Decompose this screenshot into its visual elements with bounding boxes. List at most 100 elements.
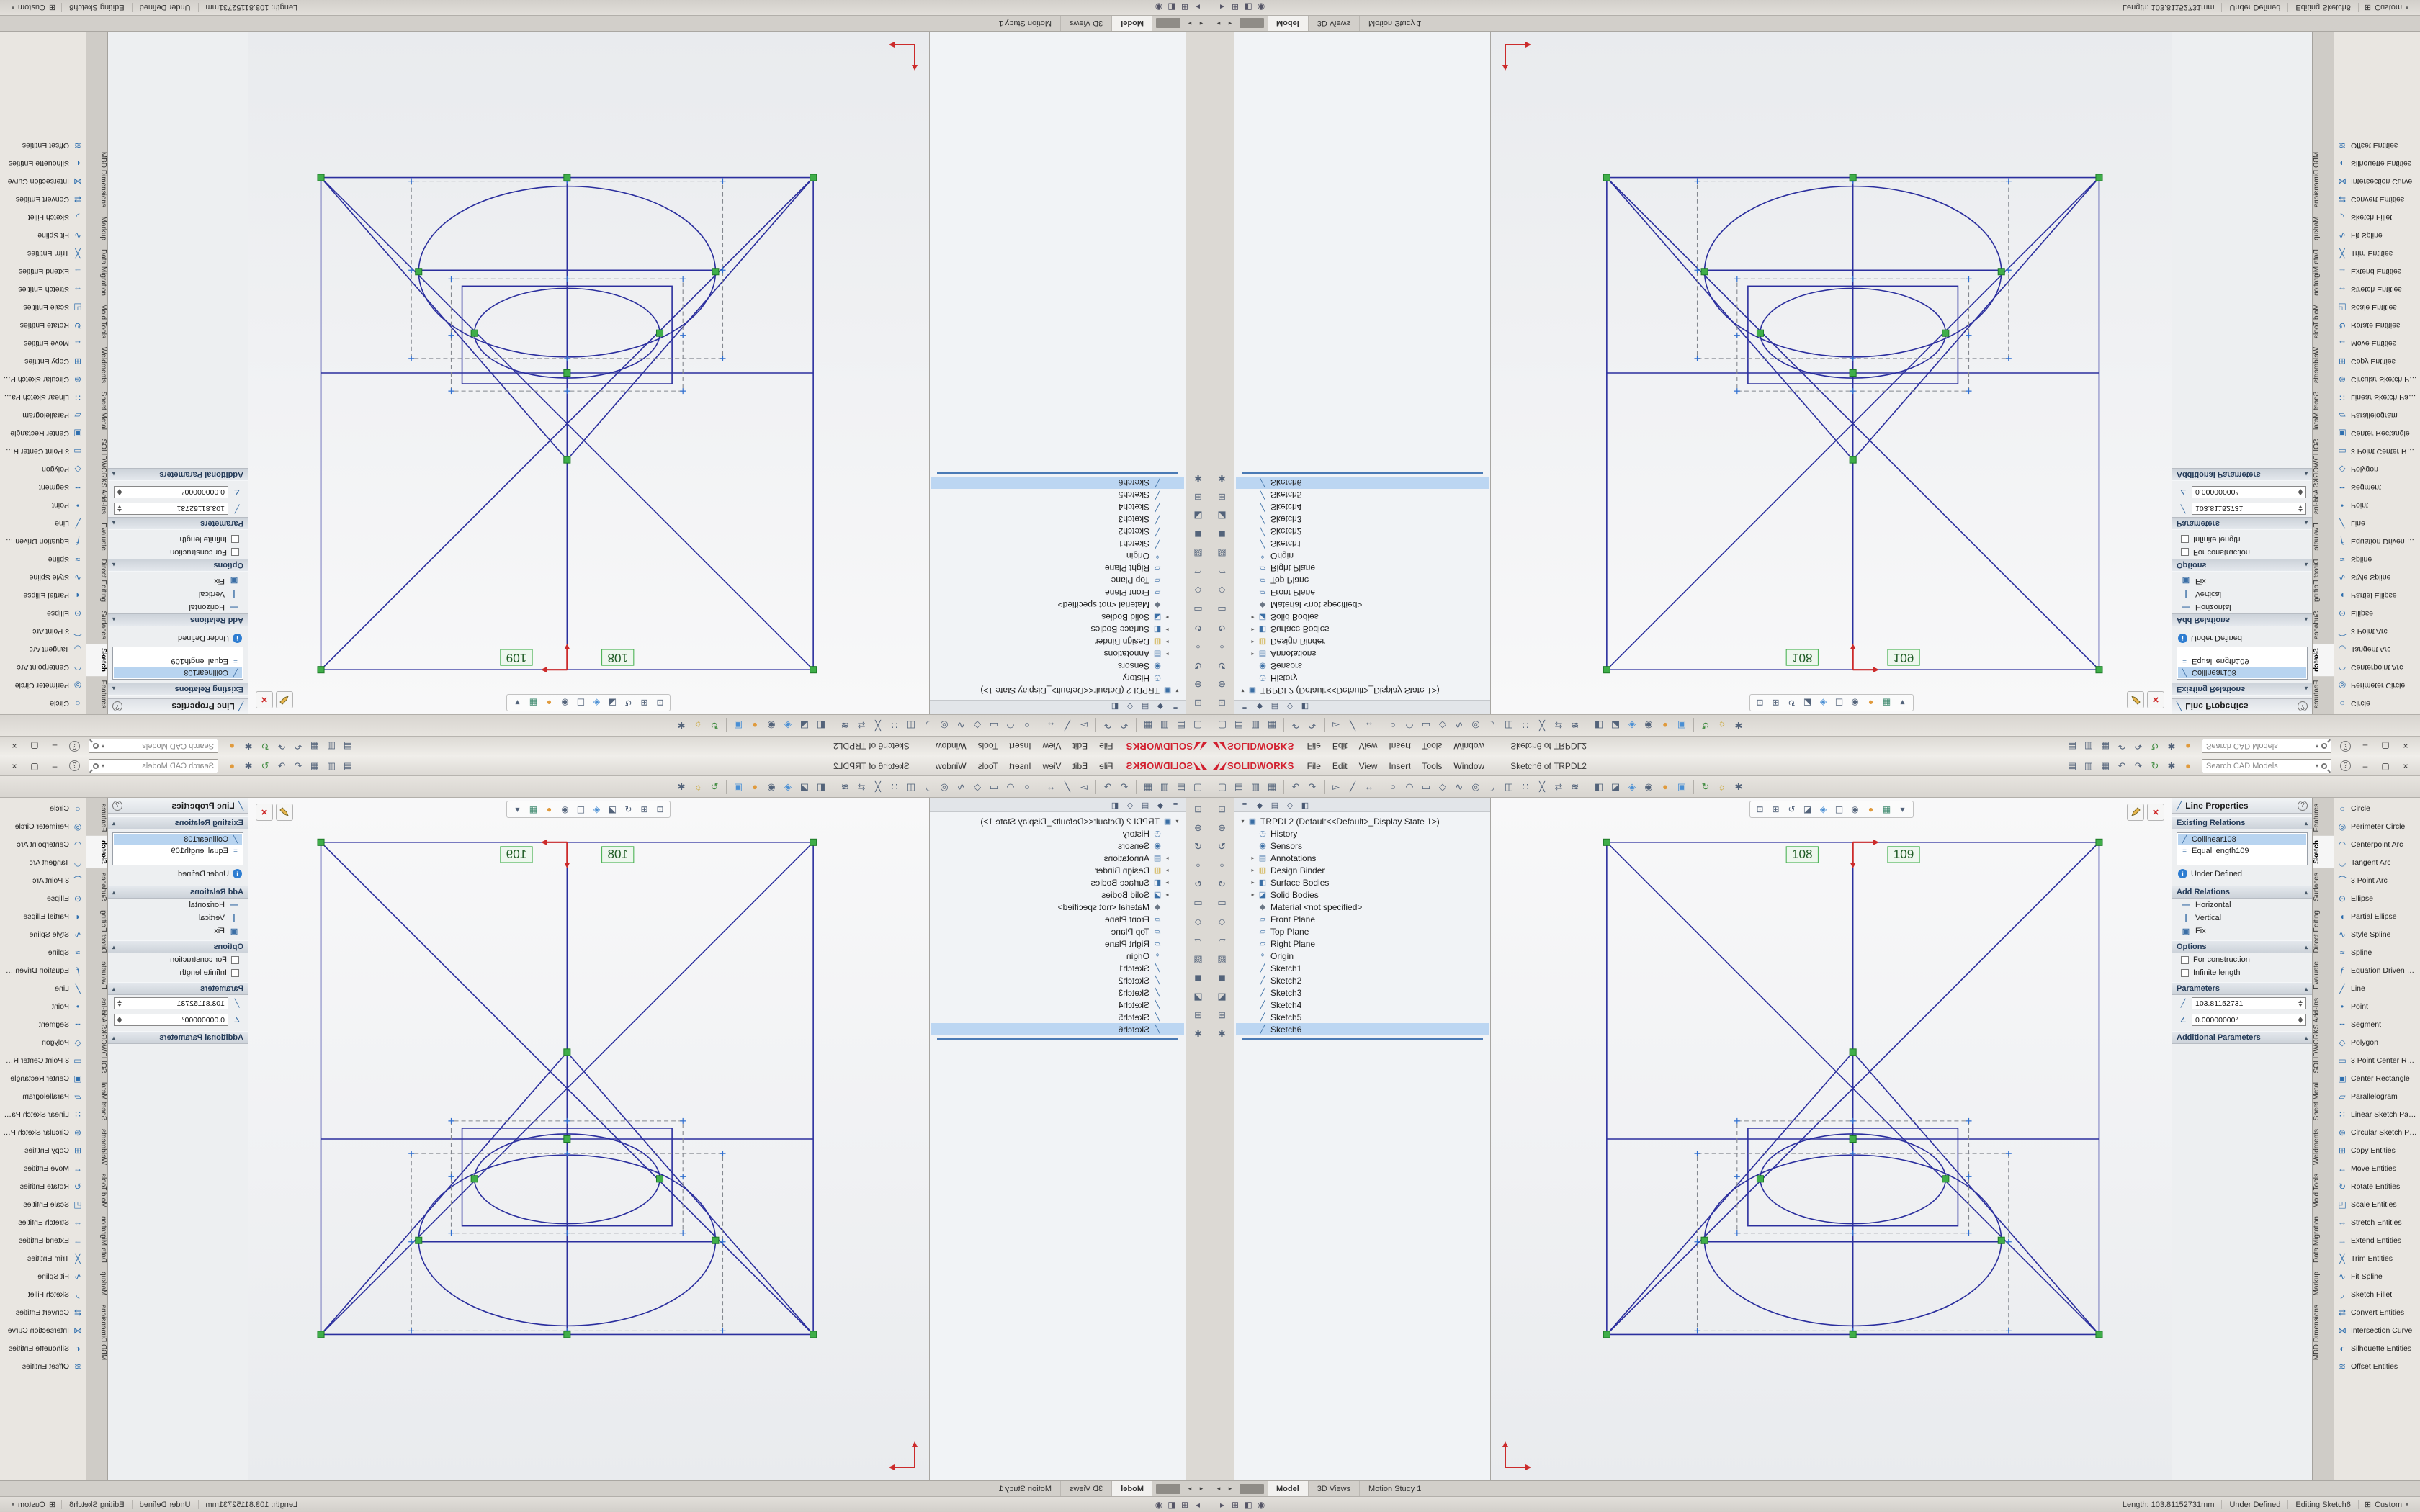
tree-caret-icon[interactable]: ▸ xyxy=(1165,867,1169,873)
apply-scene-icon[interactable]: ▦ xyxy=(529,804,538,814)
linear-pattern-tool[interactable]: ∷ Linear Sketch Pattern xyxy=(0,1105,86,1123)
tab-scroll-right-icon[interactable]: ▸ xyxy=(1188,1485,1192,1492)
tree-caret-icon[interactable]: ▸ xyxy=(1251,614,1255,621)
tree-item-solid-bodies[interactable]: ▸ ◪ Solid Bodies xyxy=(1236,611,1489,624)
feature-tree-tab-icon[interactable]: ≡ xyxy=(1173,801,1178,809)
scale-entities-tool[interactable]: ◰ Scale Entities xyxy=(0,1195,86,1213)
tree-item-sensors[interactable]: ◉ Sensors xyxy=(1236,840,1489,852)
undo-icon[interactable]: ↶ xyxy=(1120,780,1129,792)
tree-item-design-binder[interactable]: ▸ ▥ Design Binder xyxy=(931,864,1184,876)
wireframe-icon[interactable]: ▱ xyxy=(1194,935,1202,945)
print-icon[interactable]: ▦ xyxy=(2100,741,2110,752)
tab-model[interactable]: Model xyxy=(1111,16,1152,31)
copy-entities-tool[interactable]: ⊞ Copy Entities xyxy=(0,353,86,371)
spline-tool[interactable]: ≈ Spline xyxy=(0,943,86,961)
tree-item-sketch5[interactable]: ╱ Sketch5 xyxy=(931,489,1184,501)
tab-evaluate[interactable]: Evaluate xyxy=(2313,961,2321,990)
toolbar-separator[interactable] xyxy=(1324,718,1325,733)
property-help-button[interactable]: ? xyxy=(2298,800,2308,811)
tab-features[interactable]: Features xyxy=(2313,680,2321,708)
tree-item-top-plane[interactable]: ▱ Top Plane xyxy=(931,575,1184,587)
toolbar-separator[interactable] xyxy=(726,779,727,794)
menu-item[interactable]: Tools xyxy=(977,760,998,771)
view-settings-icon[interactable]: ▾ xyxy=(515,698,520,708)
help-button[interactable]: ? xyxy=(2340,741,2351,752)
fit-spline-tool[interactable]: ∿ Fit Spline xyxy=(0,1267,86,1285)
open-icon[interactable]: ▤ xyxy=(343,760,353,771)
display-manager-tab-icon[interactable]: ◧ xyxy=(1111,702,1119,711)
redo-icon[interactable]: ↷ xyxy=(277,741,286,752)
checkbox[interactable] xyxy=(2181,955,2189,964)
tab-evaluate[interactable]: Evaluate xyxy=(99,522,107,551)
print-icon[interactable]: ▦ xyxy=(1143,720,1153,732)
spinner[interactable] xyxy=(117,1000,122,1007)
tree-caret-icon[interactable]: ▸ xyxy=(1165,639,1169,645)
tree-item-sketch2[interactable]: ╱ Sketch2 xyxy=(1236,974,1489,986)
stretch-entities-tool[interactable]: ⇔ Stretch Entities xyxy=(2334,1213,2420,1231)
partial-ellipse-tool[interactable]: ◖ Partial Ellipse xyxy=(2334,907,2420,925)
segment-tool[interactable]: ╍ Segment xyxy=(2334,479,2420,497)
option-infinite-length[interactable]: Infinite length xyxy=(2172,533,2312,546)
tab-weldments[interactable]: Weldments xyxy=(2313,1128,2321,1165)
tab-direct-editing[interactable]: Direct Editing xyxy=(2313,909,2321,953)
tree-item-sketch6[interactable]: ╱ Sketch6 xyxy=(931,477,1184,489)
checkbox[interactable] xyxy=(231,535,239,544)
status-grid-icon[interactable]: ⊞ xyxy=(1231,2,1240,13)
print-icon[interactable]: ▦ xyxy=(1267,720,1277,732)
redo-icon[interactable]: ↷ xyxy=(1308,720,1317,732)
property-tab-icon[interactable]: ◆ xyxy=(1157,702,1164,711)
zoom-icon[interactable]: ⊕ xyxy=(1194,679,1202,690)
edit-appearance-icon[interactable]: ● xyxy=(1868,804,1874,814)
convert-entities-icon[interactable]: ⇄ xyxy=(1554,780,1563,792)
tree-item-sketch4[interactable]: ╱ Sketch4 xyxy=(1236,999,1489,1011)
tab-sketch[interactable]: Sketch xyxy=(86,643,107,676)
silhouette-entities-tool[interactable]: ◐ Silhouette Entities xyxy=(0,155,86,173)
tree-item-history[interactable]: ◷ History xyxy=(931,827,1184,840)
option-infinite-length[interactable]: Infinite length xyxy=(108,533,248,546)
circular-pattern-tool[interactable]: ⊛ Circular Sketch Pattern xyxy=(2334,371,2420,389)
circular-pattern-tool[interactable]: ⊛ Circular Sketch Pattern xyxy=(0,1123,86,1141)
tree-item-origin[interactable]: ⌖ Origin xyxy=(931,550,1184,562)
tree-caret-icon[interactable]: ▸ xyxy=(1251,639,1255,645)
hide-show-items-icon[interactable]: ◉ xyxy=(1851,698,1859,708)
circle-icon[interactable]: ○ xyxy=(1390,781,1396,792)
circle-tool[interactable]: ○ Circle xyxy=(0,799,86,817)
tab-weldments[interactable]: Weldments xyxy=(99,1128,107,1165)
tree-item-sketch2[interactable]: ╱ Sketch2 xyxy=(1236,526,1489,538)
fillet-icon[interactable]: ◞ xyxy=(926,720,930,732)
style-spline-tool[interactable]: ∿ Style Spline xyxy=(0,925,86,943)
tab-direct-editing[interactable]: Direct Editing xyxy=(99,909,107,953)
tab-splitter-handle[interactable] xyxy=(1156,1483,1180,1494)
status-display-icon[interactable]: ◧ xyxy=(1168,2,1176,13)
wireframe-icon[interactable]: ▱ xyxy=(1218,935,1226,945)
point-tool[interactable]: • Point xyxy=(2334,497,2420,515)
save-icon[interactable]: ▥ xyxy=(1250,720,1260,732)
tab-evaluate[interactable]: Evaluate xyxy=(2313,522,2321,551)
ellipse-icon[interactable]: ◎ xyxy=(1471,720,1480,732)
trim-entities-tool[interactable]: ╳ Trim Entities xyxy=(0,245,86,263)
perimeter-circle-tool[interactable]: ◎ Perimeter Circle xyxy=(2334,817,2420,835)
tab-features[interactable]: Features xyxy=(99,680,107,708)
tree-item-annotations[interactable]: ▸ ▤ Annotations xyxy=(1236,648,1489,660)
rebuild-icon[interactable]: ↻ xyxy=(261,760,269,771)
parameter-input[interactable]: 0.00000000° xyxy=(2192,1014,2306,1026)
minimize-button[interactable]: – xyxy=(2362,741,2368,752)
tab-sketch[interactable]: Sketch xyxy=(2313,836,2334,869)
tree-item-annotations[interactable]: ▸ ▤ Annotations xyxy=(1236,852,1489,864)
tab-mbd-dimensions[interactable]: MBD Dimensions xyxy=(99,1304,107,1361)
hidden-lines-icon[interactable]: ▨ xyxy=(1217,548,1227,559)
tree-item-part-root[interactable]: ▾ ▣ TRPDL2 (Default<<Default>_Display St… xyxy=(931,815,1184,827)
section-view-icon[interactable]: ◪ xyxy=(1610,780,1621,792)
save-icon[interactable]: ▥ xyxy=(326,741,336,752)
segment-tool[interactable]: ╍ Segment xyxy=(0,479,86,497)
menu-item[interactable]: File xyxy=(1307,760,1321,771)
units-selector[interactable]: ⊞ Custom ▾ xyxy=(6,1500,63,1509)
edit-appearance-icon[interactable]: ● xyxy=(752,781,758,792)
graphics-area[interactable]: ⊡⊞↺◪◈◫◉●▦▾ xyxy=(248,798,929,1480)
equation-curve-tool[interactable]: ƒ Equation Driven Curve xyxy=(0,961,86,979)
apply-scene-icon[interactable]: ▣ xyxy=(733,780,743,792)
tree-item-sketch1[interactable]: ╱ Sketch1 xyxy=(931,538,1184,550)
circle-tool[interactable]: ○ Circle xyxy=(0,695,86,713)
menu-item[interactable]: Window xyxy=(1453,741,1485,752)
fit-spline-tool[interactable]: ∿ Fit Spline xyxy=(2334,227,2420,245)
